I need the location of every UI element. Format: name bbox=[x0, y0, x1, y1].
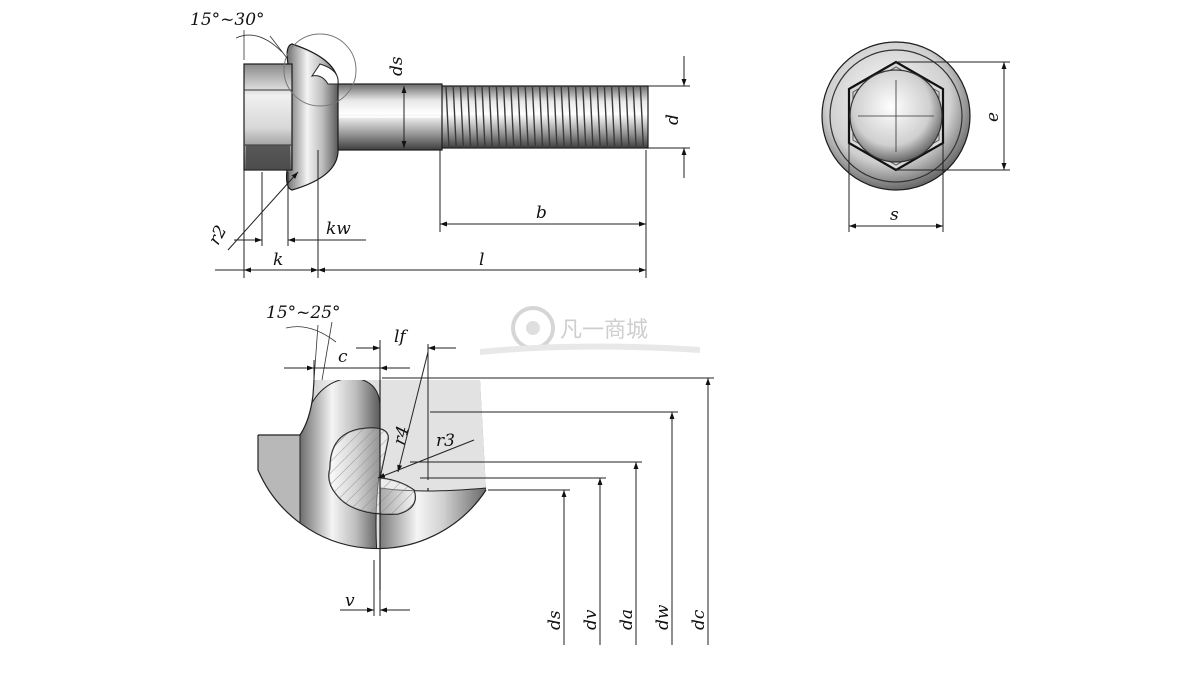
head-angle-label: 15°~30° bbox=[190, 10, 265, 30]
watermark: 凡一商城 bbox=[479, 306, 701, 355]
v-label: v bbox=[345, 591, 355, 611]
dc-label: dc bbox=[689, 609, 709, 630]
c-label: c bbox=[338, 347, 348, 367]
watermark-text: 凡一商城 bbox=[560, 318, 648, 343]
detail-callout-circle bbox=[283, 33, 357, 107]
detail-angle-label: 15°~25° bbox=[266, 303, 341, 323]
s-label: s bbox=[890, 205, 899, 225]
l-label: l bbox=[479, 250, 484, 270]
bolt-side-view: 15°~30° ds d b l k kw r2 bbox=[190, 10, 690, 278]
k-label: k bbox=[273, 250, 283, 270]
kw-label: kw bbox=[326, 219, 351, 239]
bolt-end-view: e s bbox=[821, 41, 1010, 232]
r4-label: r4 bbox=[390, 424, 414, 447]
bolt-hex-head bbox=[243, 63, 293, 171]
bolt-flange bbox=[285, 43, 339, 191]
d-label: d bbox=[663, 114, 683, 125]
detail-ds-label: ds bbox=[545, 610, 565, 630]
dv-label: dv bbox=[581, 609, 601, 630]
ds-label: ds bbox=[387, 56, 407, 76]
lf-label: lf bbox=[394, 327, 408, 347]
r2-label: r2 bbox=[205, 222, 232, 248]
da-label: da bbox=[617, 609, 637, 630]
dw-label: dw bbox=[653, 604, 673, 630]
e-label: e bbox=[983, 112, 1003, 122]
bolt-thread bbox=[439, 85, 649, 149]
hatched-section bbox=[328, 427, 416, 515]
b-label: b bbox=[536, 203, 547, 223]
r3-label: r3 bbox=[436, 431, 455, 451]
